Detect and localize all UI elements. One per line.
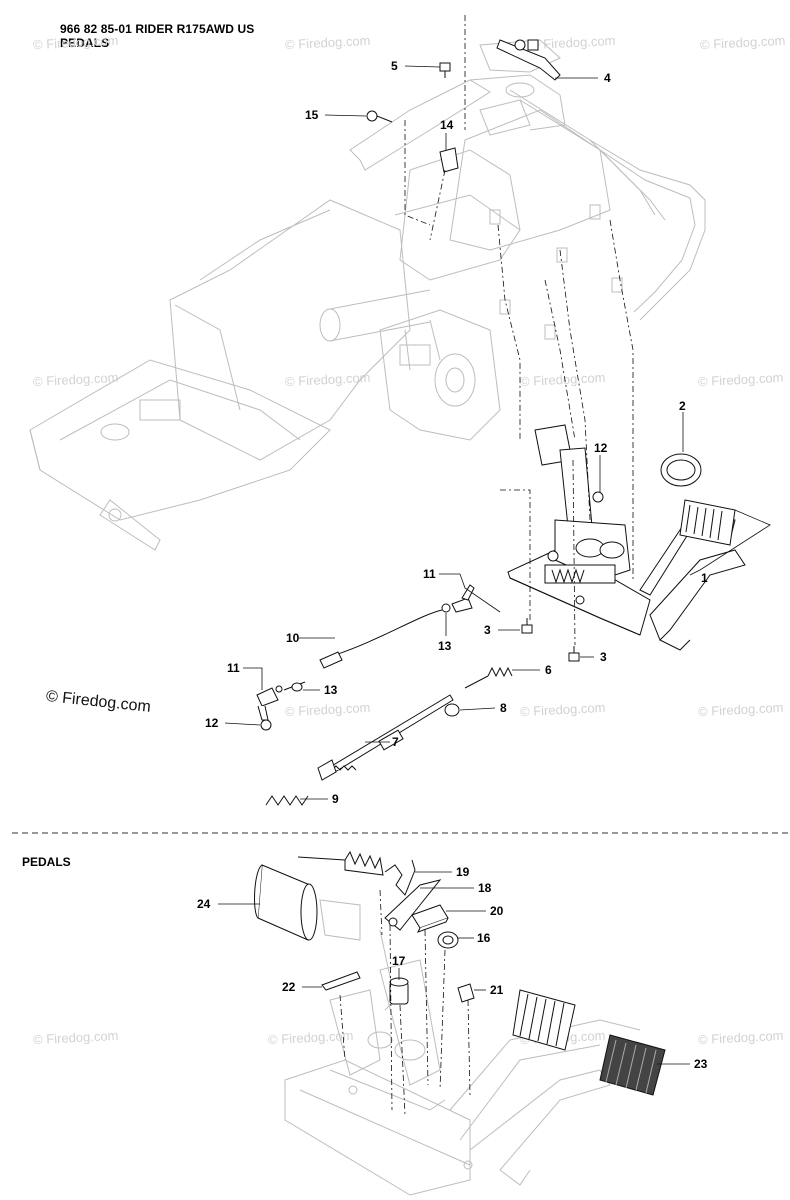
part-20-bushing	[411, 904, 449, 933]
callout: 18	[478, 881, 492, 895]
diagram-title: 966 82 85-01 RIDER R175AWD US	[60, 22, 255, 36]
callouts-bottom: 19 18 24 20 16 17 22 21 23	[197, 865, 708, 1071]
part-24-pedal-cover	[254, 864, 318, 941]
callout: 6	[545, 663, 552, 677]
callout: 12	[594, 441, 608, 455]
pedal-assembly-top	[507, 424, 746, 651]
callout: 3	[484, 623, 491, 637]
callout: 24	[197, 897, 211, 911]
part-22-plate	[321, 971, 361, 991]
assembly-lines-top	[404, 15, 634, 646]
callout: 14	[440, 118, 454, 132]
frame-outline	[29, 39, 706, 551]
callout: 4	[604, 71, 611, 85]
callouts-top: 5 4 15 14 2 12 1 11 3 13 3 10 6 11 13 8 …	[205, 59, 708, 806]
part-13-washer	[291, 682, 303, 692]
callout: 1	[701, 571, 708, 585]
part-16-washer	[437, 931, 459, 949]
callout: 2	[679, 399, 686, 413]
callout: 13	[438, 639, 452, 653]
callout: 20	[490, 904, 504, 918]
section-title: PEDALS	[22, 855, 71, 869]
callout: 23	[694, 1057, 708, 1071]
part-7-rod	[317, 694, 454, 781]
part-18-bracket	[384, 879, 442, 931]
callout: 17	[392, 954, 406, 968]
leader-lines-bottom	[218, 871, 690, 1065]
callout: 22	[282, 980, 296, 994]
part-6-spring	[464, 666, 513, 689]
callout: 9	[332, 792, 339, 806]
part-14-clip	[439, 147, 459, 173]
part-17-roller	[389, 977, 409, 1005]
callout: 21	[490, 983, 504, 997]
part-4-rod	[496, 39, 561, 81]
pedal-pad-bottom-left	[512, 989, 576, 1051]
callout: 8	[500, 701, 507, 715]
part-8-clip	[444, 703, 460, 717]
part-23-pedal-pad	[599, 1034, 666, 1096]
part-3-bolt	[521, 618, 580, 662]
leader-lines-top	[224, 65, 771, 800]
assembly-lines-bottom	[339, 889, 471, 1116]
callout: 15	[305, 108, 319, 122]
callout: 13	[324, 683, 338, 697]
part-5-bolt	[439, 62, 451, 78]
part-15-screw	[366, 110, 393, 123]
callout: 10	[286, 631, 300, 645]
part-11-cable-end	[256, 681, 306, 721]
bottom-base-outline	[284, 899, 641, 1196]
pedal-pad-part-2	[660, 453, 702, 487]
part-12-nut	[592, 491, 604, 503]
callout: 7	[392, 735, 399, 749]
part-19-spring	[297, 850, 416, 896]
part-9-spring	[265, 795, 309, 806]
callout: 3	[600, 650, 607, 664]
callout: 12	[205, 716, 219, 730]
part-21-clip	[457, 983, 475, 1003]
callout: 11	[423, 567, 436, 581]
part-12-nut-lower	[260, 719, 272, 731]
callout: 5	[391, 59, 398, 73]
part-10-cable	[319, 584, 475, 669]
callout: 11	[227, 661, 240, 675]
diagram-subtitle: PEDALS	[60, 36, 110, 50]
callout: 16	[477, 931, 491, 945]
callout: 19	[456, 865, 470, 879]
